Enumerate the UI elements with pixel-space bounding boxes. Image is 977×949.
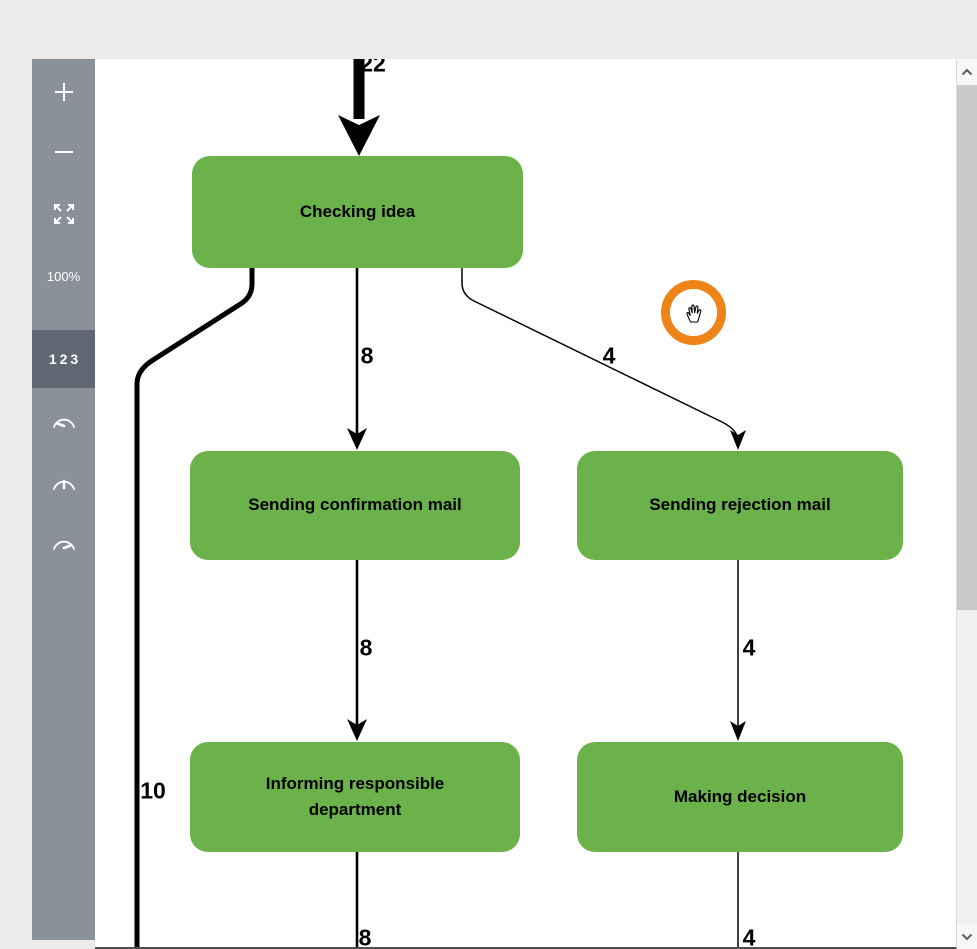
chevron-down-icon <box>961 933 973 940</box>
scroll-down-button[interactable] <box>957 924 977 949</box>
gauge-high-icon <box>52 540 75 550</box>
process-node-making-decision[interactable]: Making decision <box>577 742 903 852</box>
arrowhead-start-to-checking <box>338 115 380 156</box>
process-edges <box>134 59 746 947</box>
scroll-up-button[interactable] <box>957 59 977 85</box>
edge-frequency-label-checking-to-rejection: 4 <box>602 342 616 369</box>
top-bar <box>0 0 977 59</box>
gauge-mid-button[interactable] <box>32 461 95 505</box>
arrowhead-rejection-to-decision <box>730 721 746 741</box>
gauge-low-icon <box>52 418 75 428</box>
edge-frequency-label-start-to-checking: 22 <box>360 59 386 77</box>
fit-screen-button[interactable] <box>32 192 95 236</box>
click-indicator-ring <box>661 280 726 345</box>
arrowhead-checking-to-rejection <box>730 430 746 450</box>
frequency-metric-label: 123 <box>48 351 82 367</box>
zoom-level-indicator: 100% <box>32 254 95 298</box>
process-node-sending-rejection[interactable]: Sending rejection mail <box>577 451 903 560</box>
hand-cursor-icon <box>686 304 702 323</box>
expand-arrows-icon <box>53 204 74 224</box>
process-node-sending-confirmation[interactable]: Sending confirmation mail <box>190 451 520 560</box>
gauge-high-button[interactable] <box>32 521 95 565</box>
chevron-up-icon <box>961 68 973 76</box>
gauge-low-button[interactable] <box>32 399 95 443</box>
vertical-scrollbar-track[interactable] <box>957 59 977 949</box>
edge-frequency-label-rejection-to-decision: 4 <box>742 634 756 661</box>
process-node-informing-department[interactable]: Informing responsible department <box>190 742 520 852</box>
frequency-metric-button[interactable]: 123 <box>32 330 95 388</box>
minus-icon <box>54 150 73 154</box>
edge-frequency-label-checking-to-confirmation: 8 <box>360 342 374 369</box>
vertical-scrollbar-thumb[interactable] <box>957 85 977 610</box>
edge-frequency-label-decision-out: 4 <box>742 924 756 949</box>
zoom-in-button[interactable] <box>32 70 95 114</box>
plus-icon <box>54 83 73 101</box>
zoom-out-button[interactable] <box>32 130 95 174</box>
edge-frequency-label-checking-out-left: 10 <box>140 777 166 804</box>
zoom-toolbar: 100% 123 <box>32 59 95 940</box>
edge-frequency-label-informing-out: 8 <box>358 924 372 949</box>
edge-checking-out-left[interactable] <box>134 266 255 947</box>
edge-frequency-label-confirmation-to-informing: 8 <box>359 634 373 661</box>
arrowhead-checking-to-confirmation <box>347 428 367 450</box>
process-node-checking-idea[interactable]: Checking idea <box>192 156 523 268</box>
gauge-mid-icon <box>52 479 75 490</box>
arrowhead-confirmation-to-informing <box>347 719 367 741</box>
zoom-level-label: 100% <box>46 268 81 284</box>
